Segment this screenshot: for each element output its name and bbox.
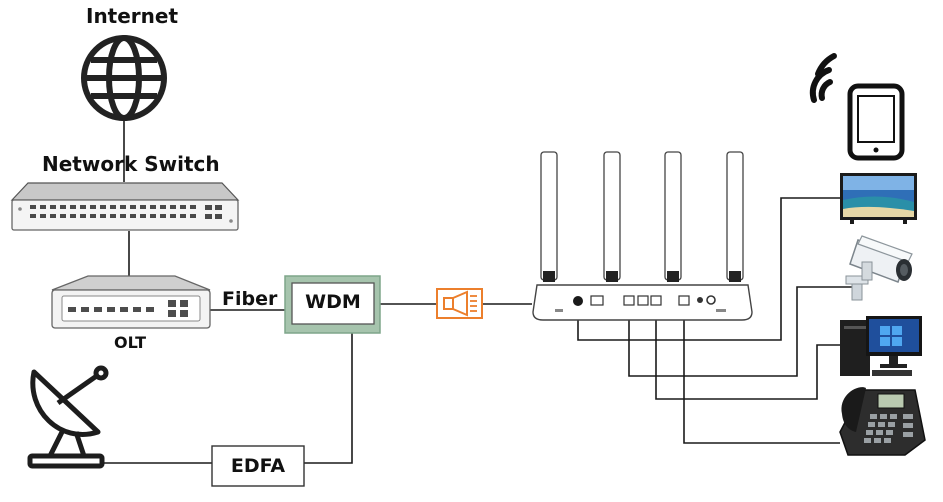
network-switch-label: Network Switch [42, 152, 220, 176]
olt-label: OLT [114, 333, 147, 352]
line-router-camera [628, 286, 852, 377]
desktop-computer-icon [840, 316, 922, 376]
globe-icon [81, 35, 167, 121]
line-router-tv [577, 197, 840, 341]
security-camera-icon [845, 235, 913, 301]
tablet-icon [847, 83, 905, 161]
line-router-computer [655, 310, 840, 400]
wdm-box [284, 275, 381, 334]
edfa-box [211, 445, 305, 487]
router-icon [532, 151, 753, 321]
edfa-label: EDFA [230, 455, 286, 477]
optical-splitter-icon [436, 288, 483, 319]
wifi-icon [809, 53, 837, 103]
line-router-phone [683, 310, 840, 444]
tv-icon [840, 173, 917, 224]
line-wdm-edfa [304, 333, 353, 464]
olt-device-icon [51, 275, 211, 329]
fiber-label: Fiber [222, 288, 278, 310]
satellite-dish-icon [27, 365, 109, 469]
internet-label: Internet [86, 4, 179, 28]
wdm-label: WDM [305, 291, 361, 313]
network-switch-icon [10, 182, 240, 231]
desk-phone-icon [839, 387, 926, 456]
